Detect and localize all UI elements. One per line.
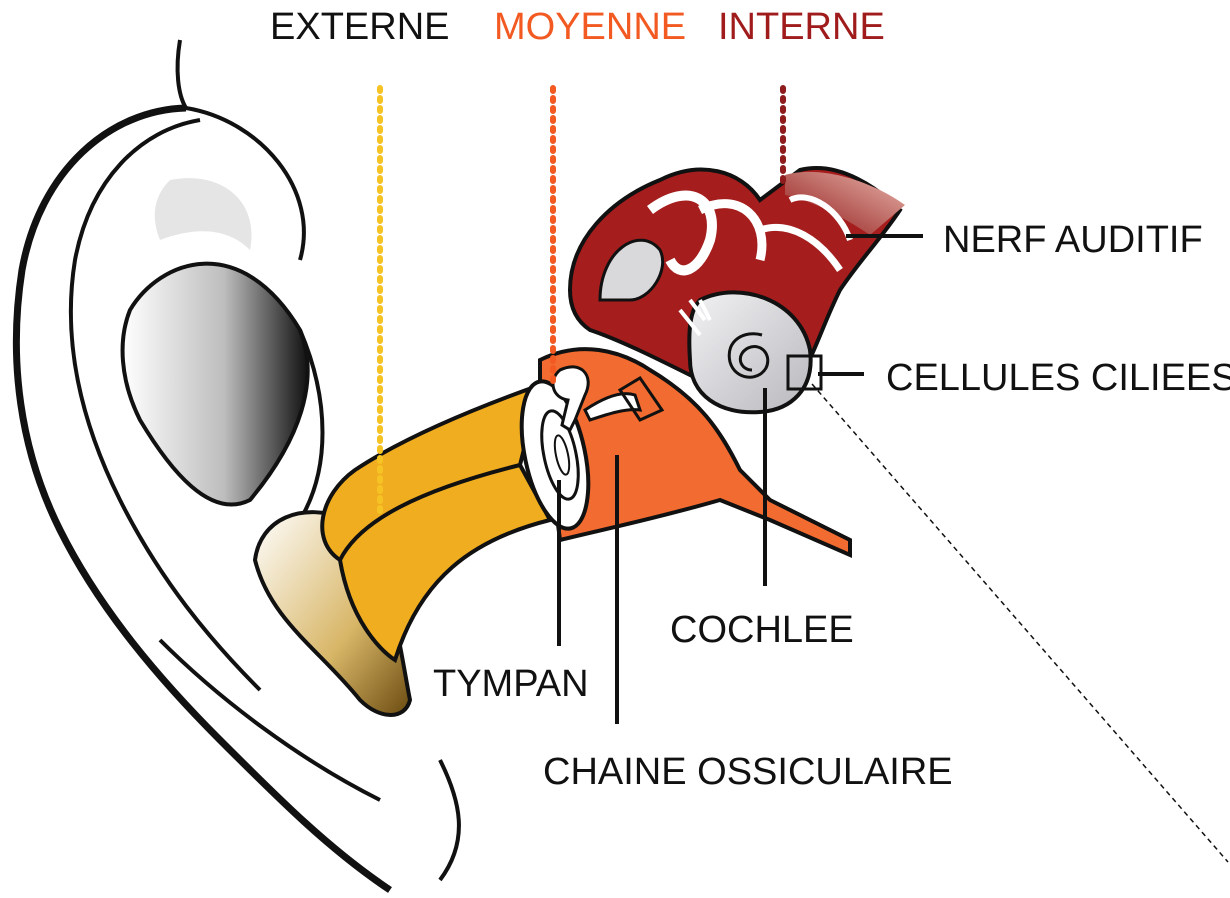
section-label-interne: INTERNE xyxy=(718,5,885,49)
section-label-moyenne: MOYENNE xyxy=(494,5,686,49)
label-chaine-ossiculaire: CHAINE OSSICULAIRE xyxy=(543,750,953,794)
label-tympan: TYMPAN xyxy=(433,662,589,706)
label-cochlee: COCHLEE xyxy=(670,608,854,652)
section-label-externe: EXTERNE xyxy=(270,5,449,49)
label-nerf-auditif: NERF AUDITIF xyxy=(943,218,1203,262)
label-cellules-ciliees: CELLULES CILIEES xyxy=(886,356,1230,400)
